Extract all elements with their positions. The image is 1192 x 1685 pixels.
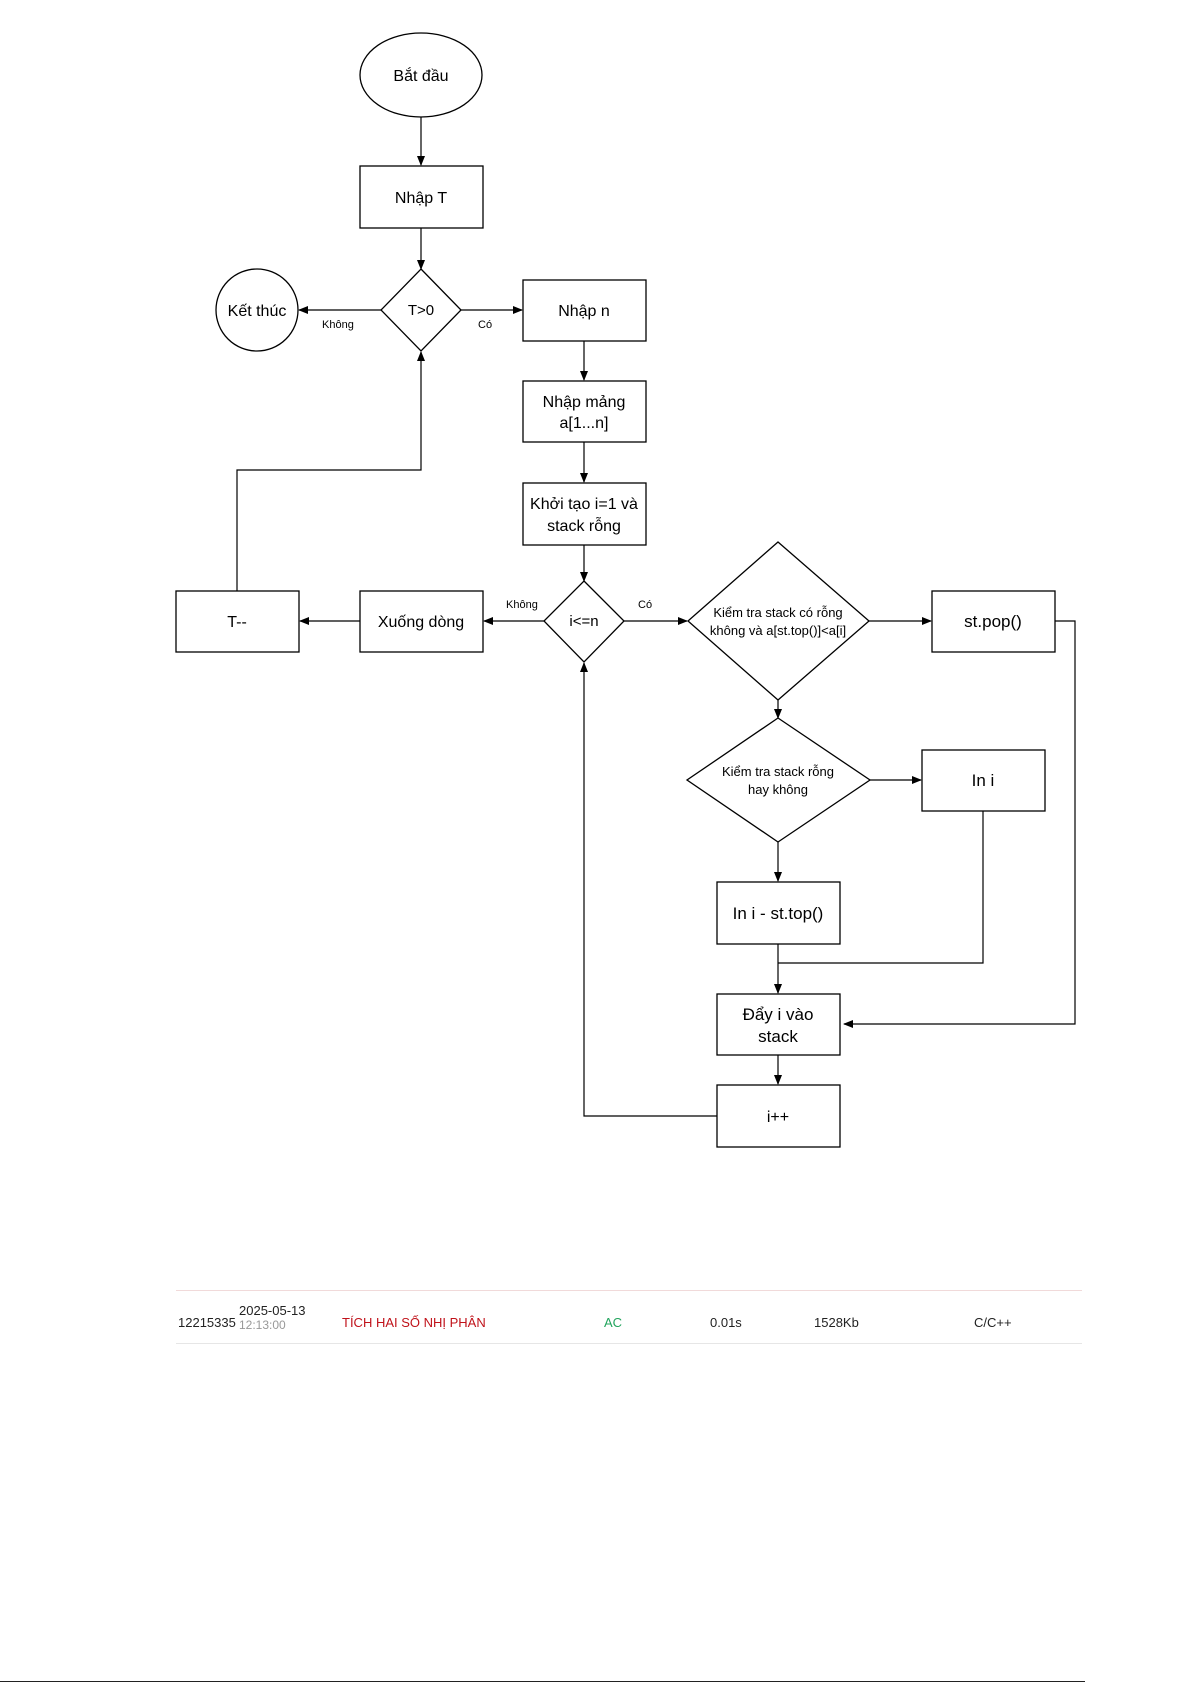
node-push-line2: stack xyxy=(758,1027,798,1046)
node-newline: Xuống dòng xyxy=(359,590,484,653)
edge-dec-t-to-cond-t xyxy=(236,351,425,591)
node-init: Khởi tạo i=1 và stack rỗng xyxy=(522,482,647,546)
language: C/C++ xyxy=(974,1315,1012,1330)
edge-label-t-no: Không xyxy=(322,319,354,331)
node-print-diff: In i - st.top() xyxy=(716,881,841,945)
node-newline-text: Xuống dòng xyxy=(378,614,464,631)
node-input-arr-line2: a[1...n] xyxy=(560,415,609,432)
node-check-empty-line1: Kiểm tra stack rỗng xyxy=(722,764,834,779)
node-input-arr: Nhập mảng a[1...n] xyxy=(522,380,647,443)
submission-time: 12:13:00 xyxy=(239,1318,286,1332)
node-push-line1: Đẩy i vào xyxy=(743,1005,814,1024)
node-input-n-text: Nhập n xyxy=(558,303,610,320)
node-check-stack-line2: không và a[st.top()]<a[i] xyxy=(710,623,846,638)
node-cond-i-text: i<=n xyxy=(569,613,598,630)
edge-inc-to-cond-i xyxy=(580,662,717,1117)
edge-label-i-yes: Có xyxy=(638,599,652,611)
node-cond-i: i<=n xyxy=(543,580,625,663)
node-start-text: Bắt đầu xyxy=(393,66,448,85)
node-dec-t: T-- xyxy=(175,590,300,653)
node-input-t-text: Nhập T xyxy=(395,190,447,207)
node-end: Kết thúc xyxy=(215,268,299,352)
flow-edges xyxy=(236,117,1076,1117)
node-input-t: Nhập T xyxy=(359,165,484,229)
edge-label-t-yes: Có xyxy=(478,319,492,331)
node-input-arr-line1: Nhập mảng xyxy=(543,394,626,411)
node-cond-t: T>0 xyxy=(380,268,462,352)
memory-usage: 1528Kb xyxy=(814,1315,859,1330)
submission-row: 12215335 2025-05-13 12:13:00 TÍCH HAI SỐ… xyxy=(176,1290,1082,1344)
page-bottom-divider xyxy=(0,1681,1085,1682)
node-end-text: Kết thúc xyxy=(228,303,287,320)
result-badge: AC xyxy=(604,1315,623,1330)
node-print-i-text: In i xyxy=(972,771,995,790)
node-inc-text: i++ xyxy=(767,1109,789,1126)
node-print-diff-text: In i - st.top() xyxy=(733,904,824,923)
node-check-stack: Kiểm tra stack có rỗng không và a[st.top… xyxy=(687,541,870,701)
node-inc: i++ xyxy=(716,1084,841,1148)
flowchart: Không Có Không Có Bắt đầu Nhập T T>0 Kết… xyxy=(175,32,1076,1148)
node-check-stack-line1: Kiểm tra stack có rỗng xyxy=(713,605,842,620)
node-init-line1: Khởi tạo i=1 và xyxy=(530,496,638,513)
edge-label-i-no: Không xyxy=(506,599,538,611)
node-pop-text: st.pop() xyxy=(964,612,1022,631)
node-push: Đẩy i vào stack xyxy=(716,993,841,1056)
node-cond-t-text: T>0 xyxy=(408,302,434,319)
node-print-i: In i xyxy=(921,749,1046,812)
node-start: Bắt đầu xyxy=(359,32,483,118)
node-check-empty: Kiểm tra stack rỗng hay không xyxy=(685,717,872,843)
node-dec-t-text: T-- xyxy=(227,614,247,631)
edge-print-i-to-push xyxy=(778,811,984,964)
node-check-empty-line2: hay không xyxy=(748,782,808,797)
submission-datetime: 2025-05-13 12:13:00 xyxy=(239,1303,306,1333)
submission-date: 2025-05-13 xyxy=(239,1303,306,1318)
edge-pop-to-push xyxy=(843,620,1076,1028)
run-time: 0.01s xyxy=(710,1315,742,1330)
node-init-line2: stack rỗng xyxy=(547,516,621,535)
submission-id: 12215335 xyxy=(178,1315,236,1330)
problem-link[interactable]: TÍCH HAI SỐ NHỊ PHÂN xyxy=(342,1315,486,1330)
node-input-n: Nhập n xyxy=(522,279,647,342)
node-pop: st.pop() xyxy=(931,590,1056,653)
